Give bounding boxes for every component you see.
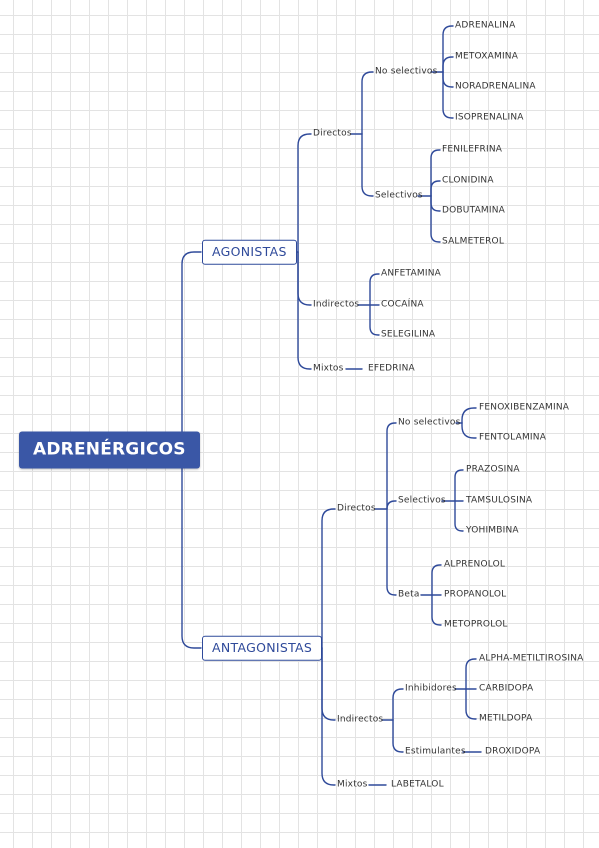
leaf-alprenolol[interactable]: ALPRENOLOL	[444, 559, 506, 570]
agonistas-selectivos-node[interactable]: Selectivos	[375, 190, 423, 201]
ant-directos-connector-branch-0	[386, 422, 397, 510]
ant-directos-connector-branch-1	[386, 500, 397, 510]
agonistas-directos-node[interactable]: Directos	[313, 128, 352, 139]
antagonistas-connector-branch-2	[321, 647, 336, 786]
ago-selectivos-connector-branch-1	[430, 180, 441, 197]
ant-selectivos-connector-branch-2	[454, 500, 464, 532]
agonistas-connector-branch-0	[297, 133, 312, 253]
agonistas-node[interactable]: AGONISTAS	[202, 239, 297, 265]
agonistas-connector-branch-1	[297, 251, 312, 306]
ant-directos-connector-branch-2	[386, 508, 397, 596]
leaf-metildopa[interactable]: METILDOPA	[479, 713, 533, 724]
leaf-propanolol[interactable]: PROPANOLOL	[444, 589, 507, 600]
antagonistas-directos-node[interactable]: Directos	[337, 503, 376, 514]
ago-selectivos-connector-branch-3	[430, 195, 441, 243]
ago-noselectivos-connector-branch-1	[442, 56, 454, 73]
antagonistas-mixtos-node[interactable]: Mixtos	[337, 779, 368, 790]
root-connector-branch-0	[181, 251, 202, 451]
antagonistas-beta-node[interactable]: Beta	[398, 589, 420, 600]
leaf-fenilefrina[interactable]: FENILEFRINA	[442, 144, 503, 155]
root-node[interactable]: ADRENÉRGICOS	[19, 431, 200, 469]
leaf-salmeterol[interactable]: SALMETEROL	[442, 236, 505, 247]
ago-indirectos-connector-branch-2	[369, 304, 380, 336]
ant-inhibidores-connector-branch-2	[465, 688, 477, 720]
leaf-isoprenalina[interactable]: ISOPRENALINA	[455, 112, 524, 123]
ant-indirectos-connector-branch-1	[392, 719, 404, 753]
leaf-metoxamina[interactable]: METOXAMINA	[455, 51, 519, 62]
antagonistas-selectivos-node[interactable]: Selectivos	[398, 495, 446, 506]
ago-noselectivos-connector-branch-0	[442, 25, 454, 73]
ant-beta-connector-branch-0	[431, 564, 442, 596]
ant-inhibidores-connector-branch-0	[465, 658, 477, 690]
ago-selectivos-connector-branch-0	[430, 149, 441, 197]
ago-indirectos-connector-branch-0	[369, 273, 380, 306]
antagonistas-inhibidores-node[interactable]: Inhibidores	[405, 683, 457, 694]
leaf-fentolamina[interactable]: FENTOLAMINA	[479, 432, 547, 443]
ant-beta-connector-branch-2	[431, 594, 442, 626]
leaf-carbidopa[interactable]: CARBIDOPA	[479, 683, 534, 694]
leaf-adrenalina[interactable]: ADRENALINA	[455, 20, 516, 31]
antagonistas-node[interactable]: ANTAGONISTAS	[202, 635, 323, 661]
agonistas-indirectos-node[interactable]: Indirectos	[313, 299, 360, 310]
antagonistas-connector-branch-1	[321, 647, 336, 721]
leaf-clonidina[interactable]: CLONIDINA	[442, 175, 494, 186]
antagonistas-estimulantes-node[interactable]: Estimulantes	[405, 746, 466, 757]
leaf-alpha-metiltirosina[interactable]: ALPHA-METILTIROSINA	[479, 653, 584, 664]
ant-indirectos-connector-branch-0	[392, 688, 404, 721]
leaf-fenoxibenzamina[interactable]: FENOXIBENZAMINA	[479, 402, 570, 413]
root-connector-branch-1	[181, 449, 202, 649]
ant-noselectivos-connector-branch-0	[461, 407, 477, 424]
leaf-efedrina[interactable]: EFEDRINA	[368, 363, 415, 374]
antagonistas-connector-branch-0	[321, 508, 336, 649]
ago-noselectivos-connector-branch-3	[442, 71, 454, 119]
ant-noselectivos-connector-branch-1	[461, 422, 477, 439]
antagonistas-no-selectivos-node[interactable]: No selectivos	[398, 417, 461, 428]
leaf-noradrenalina[interactable]: NORADRENALINA	[455, 81, 536, 92]
leaf-dobutamina[interactable]: DOBUTAMINA	[442, 205, 506, 216]
leaf-tamsulosina[interactable]: TAMSULOSINA	[466, 495, 533, 506]
ant-selectivos-connector-branch-0	[454, 469, 464, 502]
leaf-anfetamina[interactable]: ANFETAMINA	[381, 268, 442, 279]
leaf-labetalol[interactable]: LABETALOL	[391, 779, 444, 790]
leaf-droxidopa[interactable]: DROXIDOPA	[485, 746, 541, 757]
agonistas-connector-branch-2	[297, 251, 312, 370]
agonistas-mixtos-node[interactable]: Mixtos	[313, 363, 344, 374]
antagonistas-indirectos-node[interactable]: Indirectos	[337, 714, 384, 725]
leaf-prazosina[interactable]: PRAZOSINA	[466, 464, 520, 475]
leaf-selegilina[interactable]: SELEGILINA	[381, 329, 436, 340]
ago-selectivos-connector-branch-2	[430, 195, 441, 212]
leaf-metoprolol[interactable]: METOPROLOL	[444, 619, 508, 630]
leaf-yohimbina[interactable]: YOHIMBINA	[466, 525, 519, 536]
ago-directos-connector-branch-1	[361, 133, 374, 197]
leaf-cocaina[interactable]: COCAÍNA	[381, 299, 424, 310]
agonistas-no-selectivos-node[interactable]: No selectivos	[375, 66, 438, 77]
ago-directos-connector-branch-0	[361, 71, 374, 135]
ago-noselectivos-connector-branch-2	[442, 71, 454, 88]
